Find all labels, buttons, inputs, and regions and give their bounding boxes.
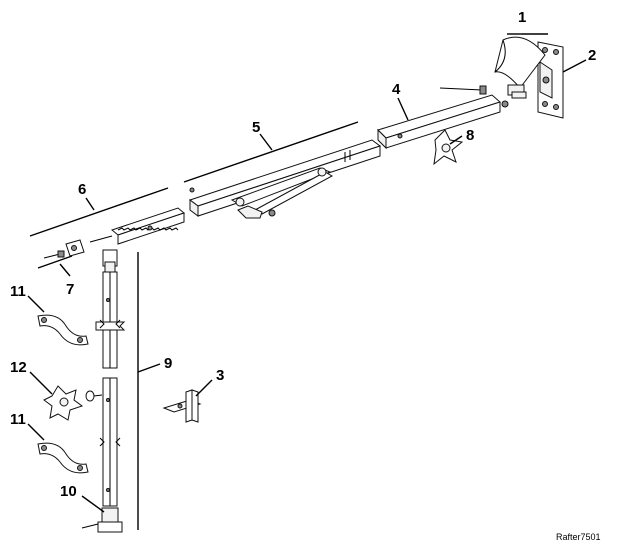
callout-1: 1	[518, 9, 526, 26]
part-vertical-post	[95, 249, 126, 507]
callout-11-upper: 11	[10, 283, 26, 300]
callout-10: 10	[60, 483, 77, 500]
callout-12: 12	[10, 359, 27, 376]
callout-3: 3	[216, 367, 224, 384]
part-rack-section	[89, 207, 186, 245]
callout-4: 4	[392, 81, 401, 98]
callout-7: 7	[66, 281, 74, 298]
part-strap-lower	[37, 442, 89, 474]
part-tray	[494, 36, 546, 99]
part-strap-upper	[37, 314, 89, 346]
part-star-knob-upper	[433, 129, 464, 166]
image-credit: Rafter7501	[556, 532, 601, 542]
part-star-knob-lower	[43, 385, 103, 421]
part-wall-bracket	[537, 41, 564, 119]
callout-11-lower: 11	[10, 411, 26, 428]
callout-8: 8	[466, 127, 474, 144]
part-side-bracket	[162, 389, 202, 423]
part-clamp-block	[43, 239, 85, 259]
leader-lines	[27, 33, 587, 530]
callout-6: 6	[78, 181, 86, 198]
callout-9: 9	[164, 355, 172, 372]
callout-5: 5	[252, 119, 260, 136]
callout-2: 2	[588, 47, 596, 64]
part-middle-section	[188, 139, 382, 219]
part-base-foot	[81, 507, 123, 533]
part-end-arm	[377, 85, 509, 150]
